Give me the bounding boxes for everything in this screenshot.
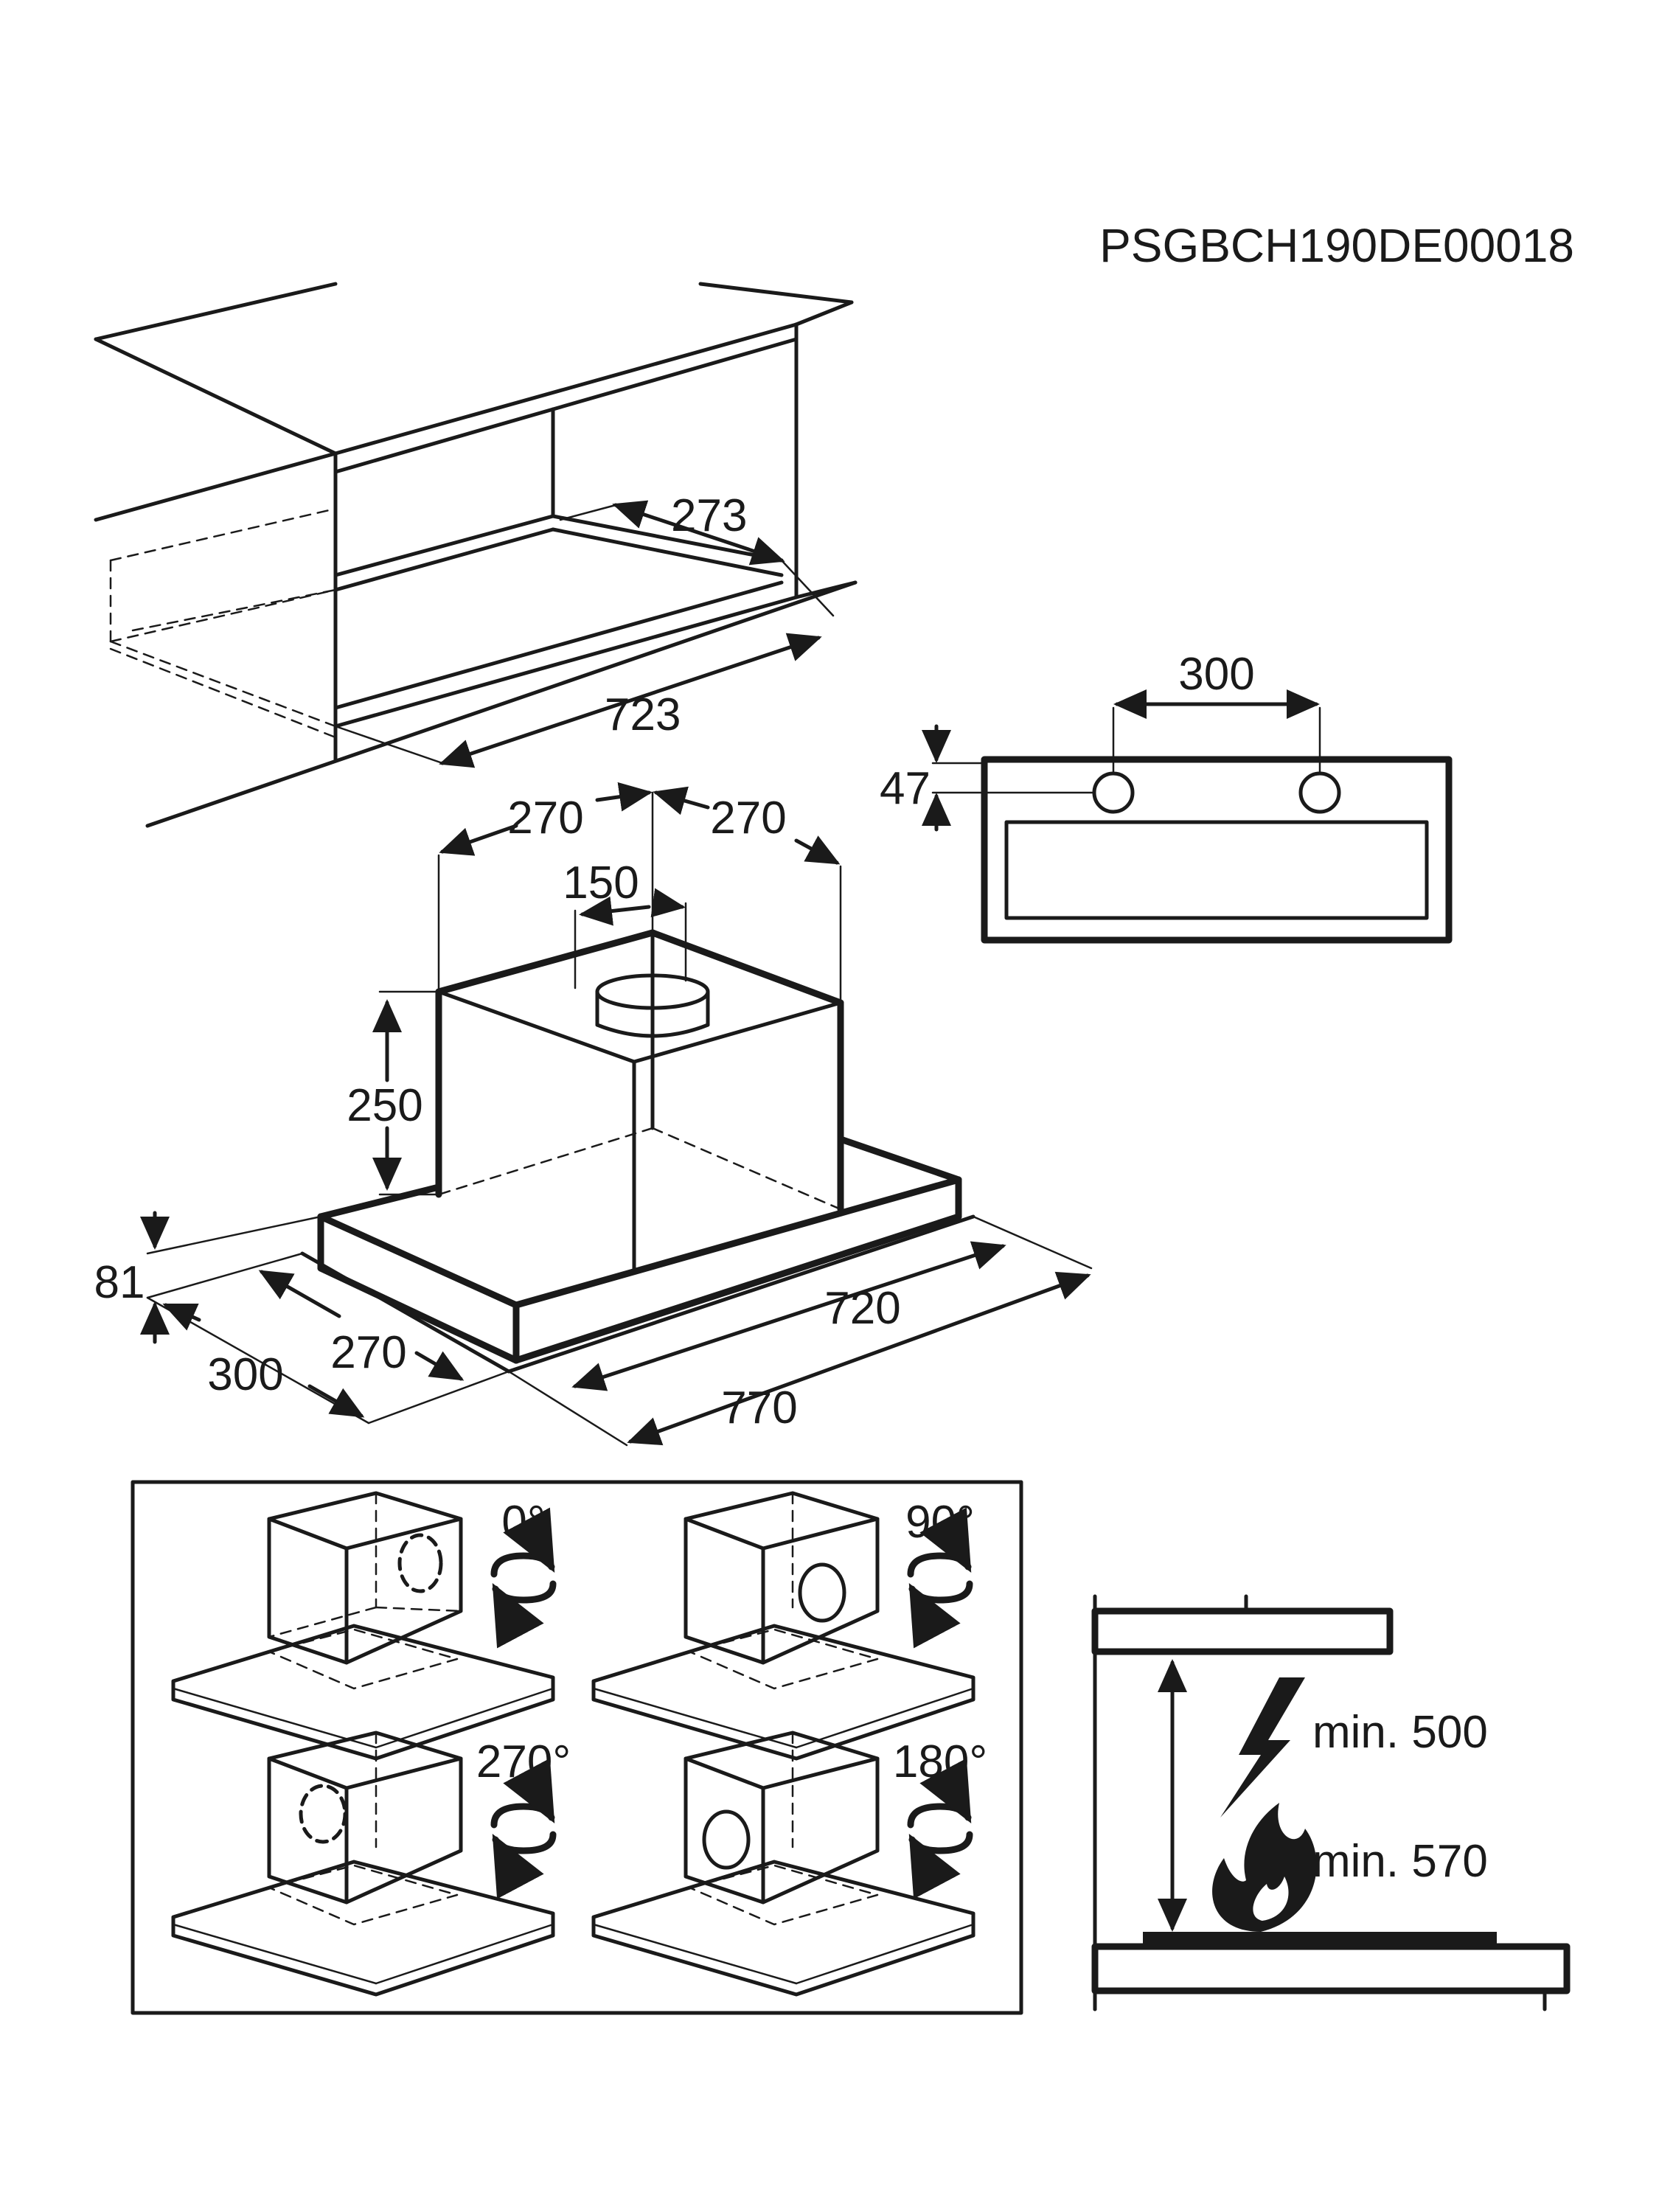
rotation-label-180: 180° — [893, 1736, 987, 1787]
dim-frame-height: 81 — [94, 1257, 145, 1308]
rotate-arrows-icon — [907, 1758, 973, 1899]
dim-hole-spacing: 300 — [1178, 649, 1254, 700]
dim-width-outer: 770 — [721, 1382, 797, 1433]
motor-rotation-panel: 0° 90° — [131, 1480, 1023, 2015]
rotate-arrows-icon — [490, 1758, 557, 1899]
lightning-icon — [1220, 1677, 1305, 1818]
front-view-drawing: 300 47 — [880, 649, 1453, 944]
rotate-arrows-icon — [490, 1507, 557, 1649]
document-code: PSGBCH190DE00018 — [1099, 219, 1574, 272]
dim-outlet-diameter: 150 — [563, 858, 639, 908]
hood-isometric-drawing: 270 270 150 250 81 300 270 720 770 — [94, 782, 1093, 1447]
dim-cabinet-depth: 273 — [671, 490, 747, 541]
clearance-gas: min. 570 — [1312, 1836, 1488, 1887]
clearance-electric: min. 500 — [1312, 1707, 1488, 1758]
rotation-90-diagram — [591, 1491, 975, 1761]
dim-cabinet-width: 723 — [605, 689, 681, 740]
dim-hole-offset: 47 — [880, 763, 931, 814]
rotation-label-270: 270° — [476, 1736, 571, 1787]
rotation-0-diagram — [171, 1491, 555, 1761]
flame-icon — [1212, 1803, 1317, 1932]
rotation-label-0: 0° — [501, 1497, 545, 1548]
rotation-270-diagram — [171, 1731, 555, 1997]
rotation-label-90: 90° — [905, 1497, 975, 1548]
dim-depth-outer: 300 — [207, 1349, 283, 1400]
dim-motor-height: 250 — [347, 1080, 422, 1131]
dim-depth-inner: 270 — [330, 1327, 406, 1378]
dim-width-inner: 720 — [824, 1283, 900, 1334]
cabinet-drawing: 273 723 — [94, 282, 858, 828]
clearance-drawing: min. 500 min. 570 — [1091, 1594, 1571, 2011]
dim-motor-right: 270 — [710, 793, 786, 844]
rotation-180-diagram — [591, 1731, 975, 1997]
dim-motor-left: 270 — [507, 793, 583, 844]
rotate-arrows-icon — [907, 1507, 973, 1649]
